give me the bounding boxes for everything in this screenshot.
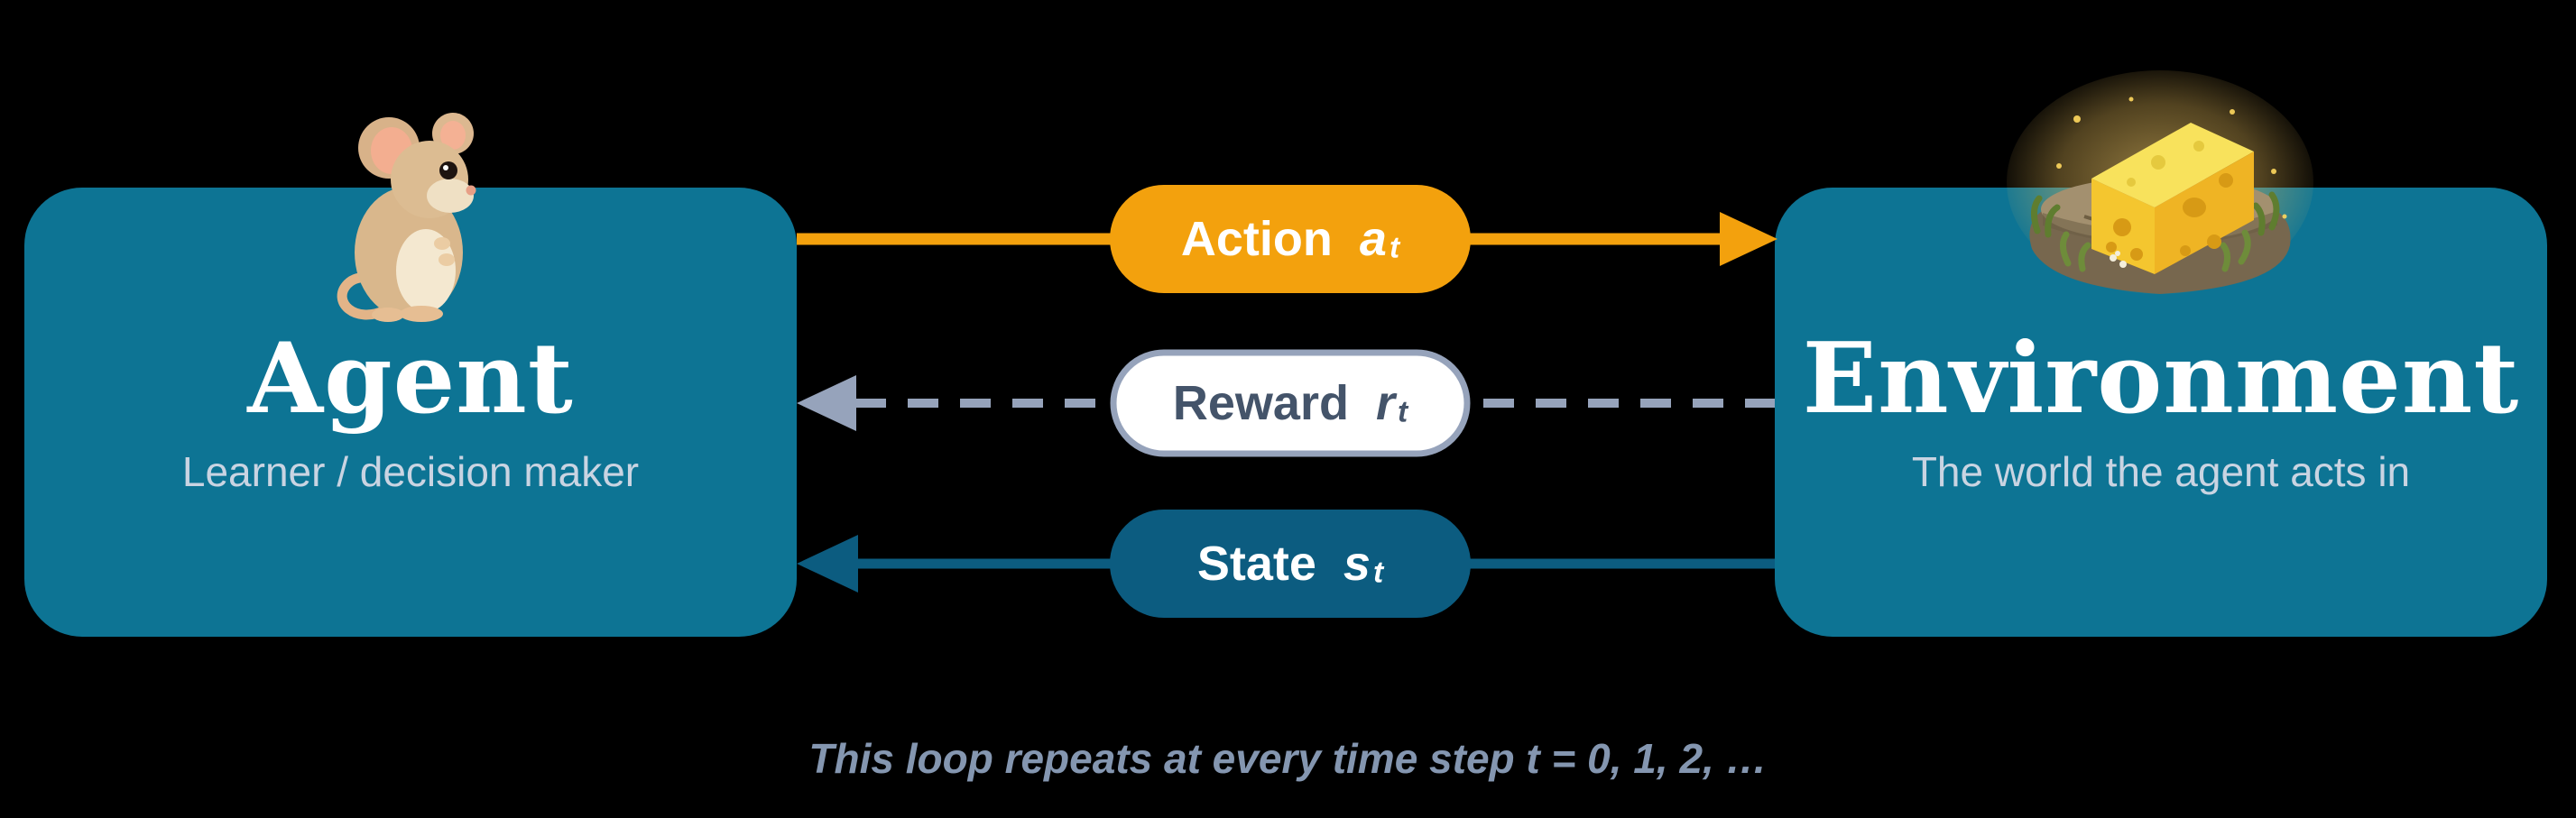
state-subscript: t <box>1372 556 1384 590</box>
state-symbol: s <box>1343 537 1371 591</box>
state-pill <box>1110 510 1471 618</box>
agent-subtitle: Learner / decision maker <box>181 448 640 495</box>
agent-title: Agent <box>247 322 574 436</box>
environment-box <box>1775 188 2547 637</box>
agent-box <box>24 188 797 637</box>
action-pill <box>1110 185 1471 293</box>
reward-arrowhead-icon <box>797 375 856 431</box>
action-arrowhead-icon <box>1720 212 1777 266</box>
reward-subscript: t <box>1397 395 1408 429</box>
cheese-illustration <box>2007 70 2313 294</box>
environment-subtitle: The world the agent acts in <box>1911 448 2411 495</box>
action-subscript: t <box>1389 231 1400 265</box>
mouse-illustration <box>337 113 476 322</box>
state-arrowhead-icon <box>797 535 858 593</box>
reward-symbol: r <box>1375 376 1395 430</box>
reward-pill <box>1110 349 1471 457</box>
state-label: State <box>1196 537 1316 591</box>
reward-label: Reward <box>1172 376 1349 430</box>
action-label: Action <box>1180 212 1333 266</box>
action-symbol: a <box>1359 212 1387 266</box>
environment-title: Environment <box>1802 322 2520 436</box>
loop-caption: This loop repeats at every time step t =… <box>808 735 1768 782</box>
